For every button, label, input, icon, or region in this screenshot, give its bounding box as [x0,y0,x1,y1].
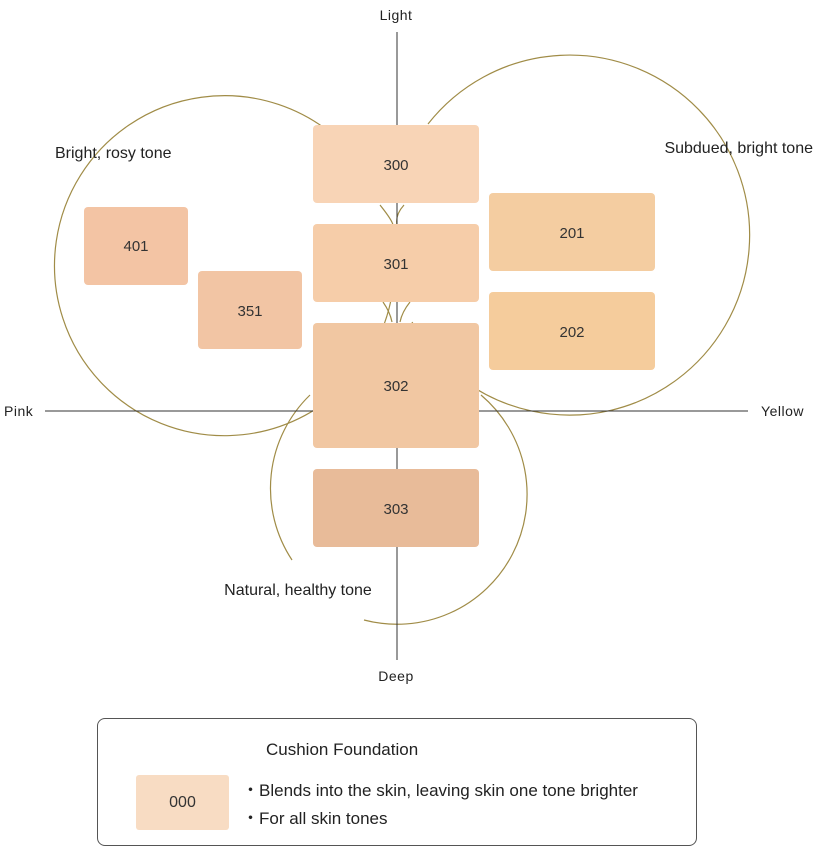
center-arcs [379,204,411,323]
shade-swatch [313,125,479,203]
legend-title: Cushion Foundation [266,740,419,759]
shade-303: 303 [313,469,479,547]
shade-code: 202 [559,324,584,341]
natural-group-circle [269,394,528,625]
rosy-group-circle [53,95,392,437]
legend-bullets: Blends into the skin, leaving skin one t… [242,777,638,833]
axis-label-light: Light [380,7,413,23]
legend-bullet: Blends into the skin, leaving skin one t… [242,777,638,805]
subdued-group-circle [411,54,751,416]
legend-bullet: For all skin tones [242,805,638,833]
tone-map: Light Deep Pink Yellow Bright, rosy tone… [4,7,813,684]
axis-label-yellow: Yellow [761,403,804,419]
shade-code: 303 [383,501,408,518]
shade-swatch [198,271,302,349]
shade-swatch [313,323,479,448]
shade-code: 301 [383,256,408,273]
shade-301: 301 [313,224,479,302]
shade-302: 302 [313,323,479,448]
group-label-subdued: Subdued, bright tone [664,140,813,157]
shade-201: 201 [489,193,655,271]
shade-swatch [313,224,479,302]
axis-label-deep: Deep [378,668,413,684]
shade-swatch [489,292,655,370]
shade-351: 351 [198,271,302,349]
shade-401: 401 [84,207,188,285]
shade-swatch [489,193,655,271]
legend-swatch: 000 [136,775,229,830]
group-label-natural: Natural, healthy tone [224,582,372,599]
shade-swatch [84,207,188,285]
group-label-rosy: Bright, rosy tone [55,145,172,162]
group-circles [53,54,751,625]
shade-swatch [313,469,479,547]
shade-code: 351 [237,303,262,320]
legend-box: Cushion Foundation 000 Blends into the s… [97,718,697,846]
shade-code: 201 [559,225,584,242]
legend-swatch-code: 000 [169,793,196,811]
shade-300: 300 [313,125,479,203]
shade-code: 300 [383,157,408,174]
shade-code: 302 [383,378,408,395]
shade-202: 202 [489,292,655,370]
axis-label-pink: Pink [4,403,34,419]
shade-code: 401 [123,238,148,255]
